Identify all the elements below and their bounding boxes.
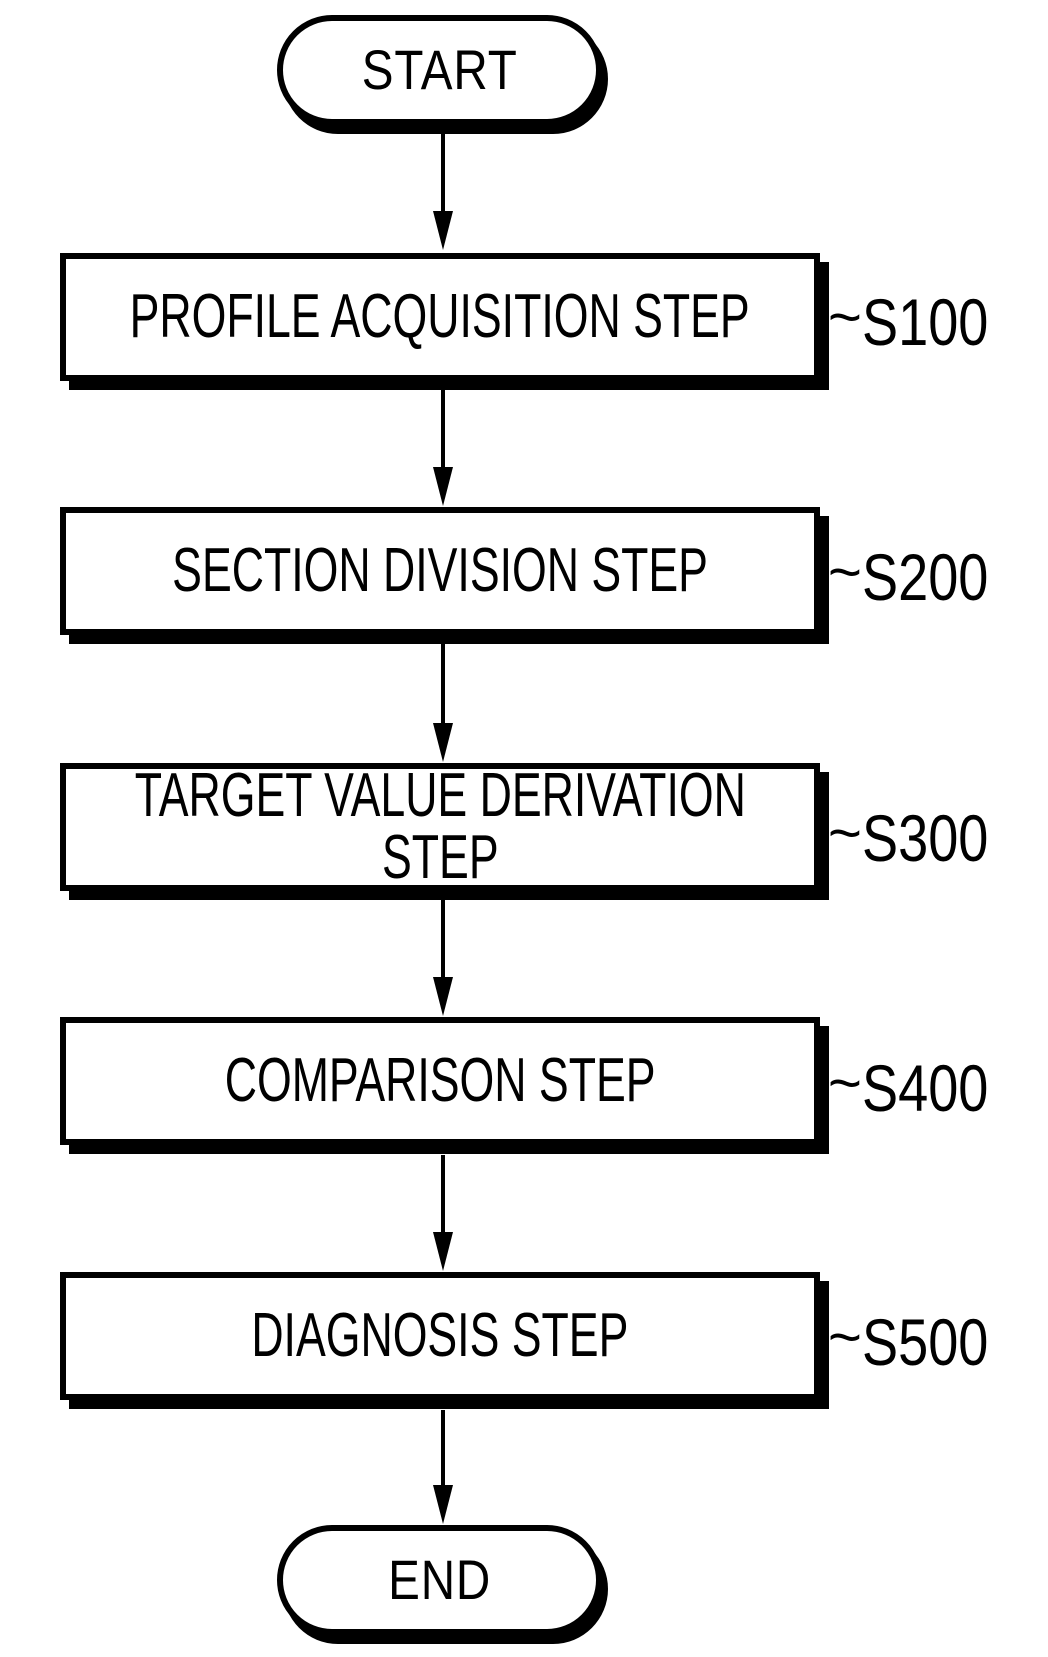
flow-arrow-5	[441, 1155, 445, 1232]
end-label: END	[387, 1548, 492, 1611]
flow-arrow-3	[441, 643, 445, 723]
step-label: COMPARISON STEP	[224, 1046, 656, 1115]
step-label: TARGET VALUE DERIVATION STEP	[134, 761, 746, 892]
flow-arrow-6	[441, 1410, 445, 1485]
tilde-connector: ~	[828, 1305, 862, 1370]
start-label: START	[361, 38, 518, 101]
ref-code: S200	[861, 540, 989, 614]
ref-label-s200: ~ S200	[828, 540, 1016, 614]
ref-label-s100: ~ S100	[828, 285, 1016, 359]
step-label: PROFILE ACQUISITION STEP	[129, 282, 751, 351]
end-terminal: END	[277, 1525, 602, 1635]
ref-code: S100	[861, 285, 989, 359]
step-box-profile-acquisition: PROFILE ACQUISITION STEP	[60, 253, 820, 381]
tilde-connector: ~	[828, 285, 862, 350]
ref-code: S500	[861, 1305, 989, 1379]
ref-label-s500: ~ S500	[828, 1305, 1016, 1379]
tilde-connector: ~	[828, 801, 862, 866]
step-label: DIAGNOSIS STEP	[251, 1301, 629, 1370]
flow-arrow-2	[441, 389, 445, 467]
ref-code: S300	[861, 801, 989, 875]
start-terminal: START	[277, 15, 602, 125]
step-box-diagnosis: DIAGNOSIS STEP	[60, 1272, 820, 1400]
ref-label-s300: ~ S300	[828, 801, 1016, 875]
step-box-target-value-derivation: TARGET VALUE DERIVATION STEP	[60, 763, 820, 891]
tilde-connector: ~	[828, 1051, 862, 1116]
step-box-comparison: COMPARISON STEP	[60, 1017, 820, 1145]
step-box-section-division: SECTION DIVISION STEP	[60, 507, 820, 635]
tilde-connector: ~	[828, 540, 862, 605]
flow-arrow-4	[441, 899, 445, 977]
step-label: SECTION DIVISION STEP	[172, 536, 708, 605]
ref-code: S400	[861, 1051, 989, 1125]
flow-arrow-1	[441, 133, 445, 211]
ref-label-s400: ~ S400	[828, 1051, 1016, 1125]
